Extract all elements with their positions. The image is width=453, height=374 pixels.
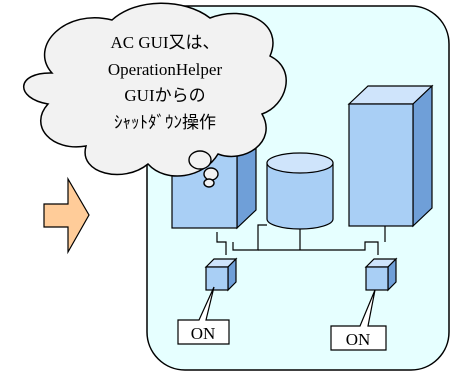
thought-cloud: AC GUI又は、 OperationHelper GUIからの ｼｬｯﾄﾀﾞｳ…	[23, 2, 287, 188]
on-callout-left: ON	[177, 286, 230, 345]
thought-bubble-small	[203, 178, 215, 188]
cloud-line-1: AC GUI又は、	[110, 33, 219, 52]
cloud-line-2: OperationHelper	[108, 60, 223, 79]
right-arrow-icon	[43, 176, 90, 255]
switch-right[interactable]	[364, 257, 398, 292]
on-callout-right: ON	[330, 289, 387, 351]
thought-bubble-medium	[203, 167, 219, 181]
connection-lines	[216, 224, 386, 255]
switch-left[interactable]	[204, 257, 238, 292]
cloud-line-3: GUIからの	[124, 86, 205, 105]
cloud-line-4: ｼｬｯﾄﾀﾞｳﾝ操作	[114, 113, 216, 132]
on-label-right: ON	[346, 330, 371, 349]
storage-cylinder	[266, 152, 334, 230]
thought-bubble-large	[188, 150, 212, 170]
server-right	[347, 84, 434, 228]
on-label-left: ON	[191, 324, 216, 343]
